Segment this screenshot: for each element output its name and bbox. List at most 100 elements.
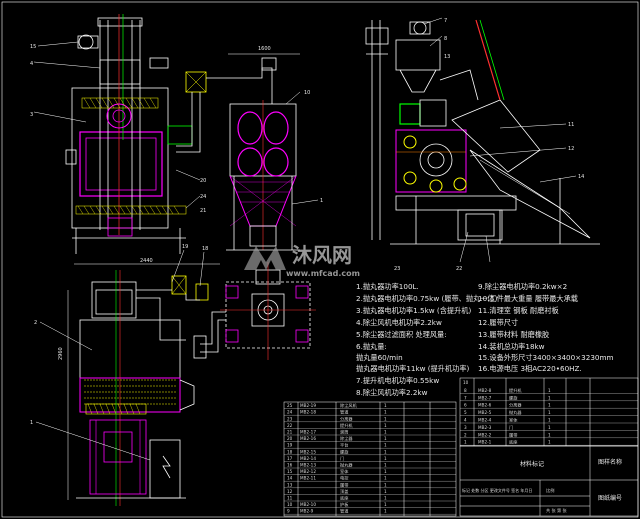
filter-cartridge-icon	[263, 111, 289, 145]
table-cell: 1	[548, 388, 551, 393]
table-cell: 1	[548, 425, 551, 430]
spec-line: 12.履带尺寸	[478, 318, 518, 327]
table-cell: 底座	[509, 439, 517, 446]
table-cell: MB2-1	[478, 440, 492, 445]
collector-plan-view	[193, 262, 316, 360]
bom-table-left	[283, 401, 457, 517]
table-cell: 13	[287, 482, 293, 487]
table-cell: 25	[287, 403, 293, 408]
watermark: 沐风网 www.mfcad.com	[244, 243, 360, 278]
table-cell: 门	[340, 455, 344, 462]
dimension-label: 1600	[258, 46, 271, 52]
sheet-label: 共 张 第 张	[546, 507, 568, 514]
table-cell: 1	[384, 449, 387, 454]
plan-view-labels: 19 18 2 1 2440 2960	[30, 244, 208, 426]
table-cell: 1	[384, 403, 387, 408]
table-cell: 1	[384, 456, 387, 461]
table-cell: 室体	[509, 417, 518, 424]
part-label: 8	[444, 36, 447, 42]
table-cell: 1	[384, 423, 387, 428]
table-cell: 3	[464, 425, 467, 430]
spec-line: 15.设备外形尺寸3400×3400×3230mm	[478, 353, 613, 362]
part-label: 24	[200, 194, 206, 200]
table-cell: 门	[509, 424, 513, 431]
spec-line: 14.装机总功率18kw	[478, 342, 545, 351]
part-label: 11	[568, 122, 574, 128]
table-cell: 1	[384, 469, 387, 474]
spec-line: 6.抛丸量:	[356, 342, 387, 351]
table-cell: MB2-14	[300, 456, 316, 461]
title-block-text: 材料标记 图样名称 图纸编号 标记 处数 分区 更改文件号 签名 年月日 比例 …	[462, 458, 622, 514]
spec-line: 16.电源电压 3相AC220•60HZ.	[478, 364, 582, 373]
spec-line: 9.除尘器电机功率0.2kw×2	[478, 282, 567, 291]
bom-header: 10	[463, 380, 469, 385]
table-cell: 抛丸器	[340, 462, 353, 469]
table-cell: 1	[548, 418, 551, 423]
part-label: 18	[202, 246, 208, 252]
table-cell: MB2-10	[300, 502, 316, 507]
table-cell: 12	[287, 489, 293, 494]
filter-cartridge-icon	[237, 111, 263, 145]
spec-line: 3.抛丸器电机功率1.5kw (含提升机)	[356, 306, 471, 315]
table-cell: MB2-19	[300, 403, 316, 408]
part-label: 23	[394, 266, 400, 272]
dimension-label: 2960	[58, 347, 64, 360]
spec-line: 1.抛丸器功率100L.	[356, 282, 419, 291]
table-cell: 22	[287, 423, 293, 428]
part-label: 10	[304, 90, 310, 96]
material-mark: 材料标记	[520, 460, 544, 468]
side-view	[176, 53, 319, 251]
spec-line: 13.履带材料 耐磨橡胶	[478, 330, 549, 339]
spec-line: 11.清理室 钢板 耐磨衬板	[478, 306, 559, 315]
table-cell: MB2-12	[300, 469, 316, 474]
scale-label: 比例	[546, 487, 554, 494]
table-cell: 螺旋	[340, 448, 349, 455]
table-cell: 1	[548, 410, 551, 415]
part-label: 1	[320, 198, 323, 204]
table-cell: 除尘风机	[340, 402, 358, 409]
table-cell: 抛丸器	[509, 409, 522, 416]
blast-wheel-icon	[419, 143, 453, 177]
table-cell: 1	[384, 430, 387, 435]
table-cell: 提升机	[509, 387, 522, 394]
table-cell: 7	[464, 395, 467, 400]
table-cell: 管道	[340, 409, 349, 416]
part-label: 4	[30, 61, 33, 67]
table-cell: MB2-3	[478, 425, 492, 430]
table-cell: 15	[287, 469, 293, 474]
table-cell: 4	[464, 418, 467, 423]
fan-icon	[171, 275, 187, 295]
chamber-inner	[85, 137, 157, 191]
table-cell: 1	[384, 416, 387, 421]
table-cell: 平台	[340, 442, 348, 449]
motor-icon	[78, 34, 94, 50]
table-cell: 2	[464, 432, 467, 437]
table-cell: 21	[287, 430, 293, 435]
part-label: 1	[30, 420, 33, 426]
table-cell: 1	[384, 443, 387, 448]
table-cell: 23	[287, 416, 293, 421]
table-cell: MB2-15	[300, 449, 316, 454]
table-cell: 20	[287, 436, 293, 441]
blast-wheel-icon	[106, 103, 132, 129]
mf-logo-icon	[244, 246, 286, 270]
table-cell: 1	[384, 489, 387, 494]
table-cell: MB2-6	[478, 403, 492, 408]
watermark-brand: 沐风网	[292, 243, 352, 267]
table-cell: MB2-7	[478, 395, 492, 400]
table-cell: 1	[548, 403, 551, 408]
motor-icon	[399, 103, 421, 125]
table-cell: MB2-9	[300, 509, 314, 514]
side-view-labels: 1600 10 1	[258, 46, 323, 204]
table-cell: 1	[384, 463, 387, 468]
table-cell: 履带	[509, 432, 517, 438]
table-cell: 17	[287, 456, 293, 461]
right-view-labels: 7 8 13 11 12 14 23 22	[394, 18, 584, 272]
watermark-url: www.mfcad.com	[286, 269, 360, 278]
table-cell: 滚筒	[340, 429, 348, 436]
table-cell: 电控	[340, 475, 349, 482]
table-cell: MB2-8	[478, 388, 492, 393]
table-cell: 螺旋	[509, 394, 518, 401]
